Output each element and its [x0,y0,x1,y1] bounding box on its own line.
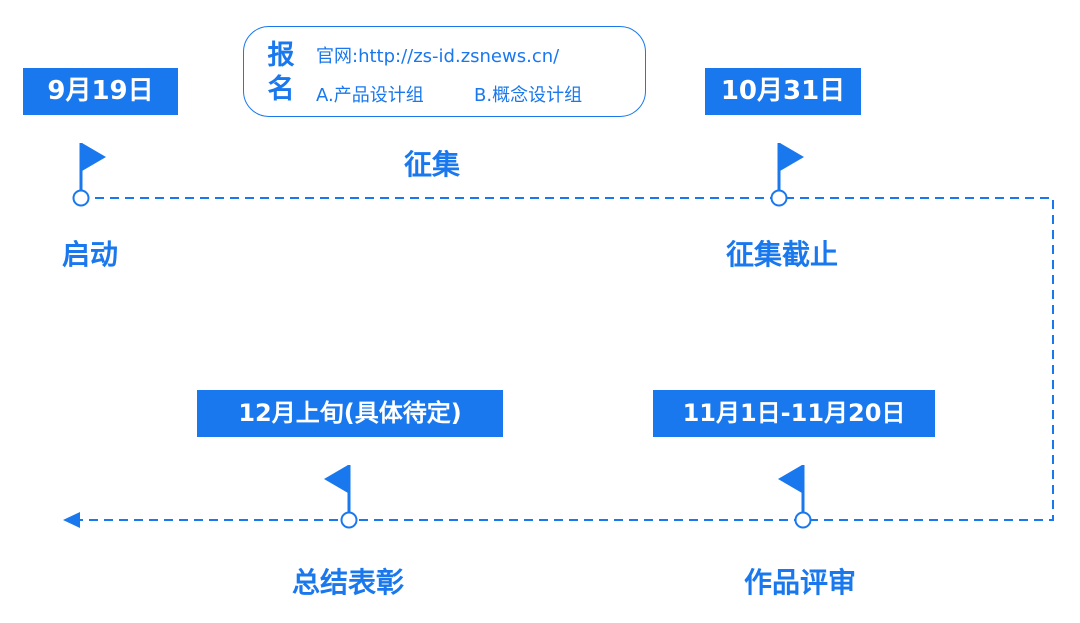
flag-icon [777,143,804,190]
registration-title-line2: 名 [267,74,295,105]
milestone-circle-icon [340,511,358,529]
registration-title-line1: 报 [267,40,295,71]
website-label: 官网: [316,46,359,67]
start-date-box: 9月19日 [23,68,178,115]
milestone-circle-icon [770,189,788,207]
timeline-dashed-path [76,197,1054,521]
flag-icon [778,465,805,512]
award-date-box: 12月上旬(具体待定) [197,390,503,437]
website-line: 官网:http://zs-id.zsnews.cn/ [316,42,559,68]
deadline-stage-label: 征集截止 [726,238,839,271]
registration-title: 报 名 [265,39,297,107]
website-link[interactable]: http://zs-id.zsnews.cn/ [358,46,560,67]
registration-box: 报 名 官网:http://zs-id.zsnews.cn/ A.产品设计组 B… [243,26,646,117]
milestone-circle-icon [72,189,90,207]
milestone-circle-icon [794,511,812,529]
review-date-box: 11月1日-11月20日 [653,390,935,437]
collect-stage-label: 征集 [404,148,461,181]
flag-icon [79,143,106,190]
review-stage-label: 作品评审 [744,566,857,599]
group-a-label: A.产品设计组 [316,85,424,106]
group-b-label: B.概念设计组 [474,85,583,106]
deadline-date-box: 10月31日 [705,68,861,115]
arrow-left-icon [63,512,80,528]
award-stage-label: 总结表彰 [292,566,405,599]
start-stage-label: 启动 [62,238,119,271]
flag-icon [324,465,351,512]
